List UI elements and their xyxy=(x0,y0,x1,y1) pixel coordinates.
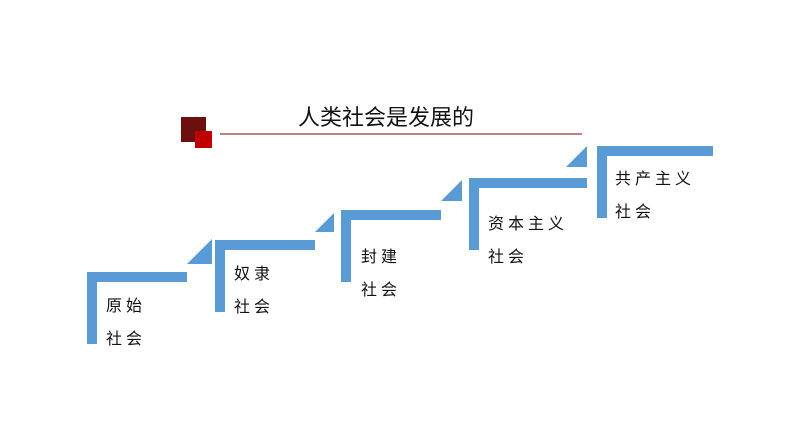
step-1 xyxy=(87,239,212,344)
stage-label-2-line2: 社会 xyxy=(234,297,275,316)
diagram-title: 人类社会是发展的 xyxy=(298,106,475,131)
stage-label-3-line2: 社会 xyxy=(361,280,402,299)
stage-label-4: 资本主义 社会 xyxy=(488,207,568,273)
step-4 xyxy=(469,146,587,250)
stage-label-4-line2: 社会 xyxy=(488,247,529,266)
step-5 xyxy=(597,146,713,218)
stage-label-3: 封建 社会 xyxy=(361,240,401,306)
stage-label-5-line2: 社会 xyxy=(615,202,656,221)
step-3 xyxy=(341,180,462,282)
stage-label-1: 原始 社会 xyxy=(106,289,146,355)
stage-label-2-line1: 奴隶 xyxy=(234,264,275,283)
stage-label-1-line1: 原始 xyxy=(106,296,147,315)
step-2 xyxy=(215,213,334,312)
stage-label-4-line1: 资本主义 xyxy=(488,214,569,233)
stage-label-5: 共产主义 社会 xyxy=(615,162,695,228)
stage-label-3-line1: 封建 xyxy=(361,247,402,266)
stage-label-2: 奴隶 社会 xyxy=(234,257,274,323)
stage-label-5-line1: 共产主义 xyxy=(615,169,696,188)
title-square-bright xyxy=(195,131,212,148)
stage-label-1-line2: 社会 xyxy=(106,329,147,348)
